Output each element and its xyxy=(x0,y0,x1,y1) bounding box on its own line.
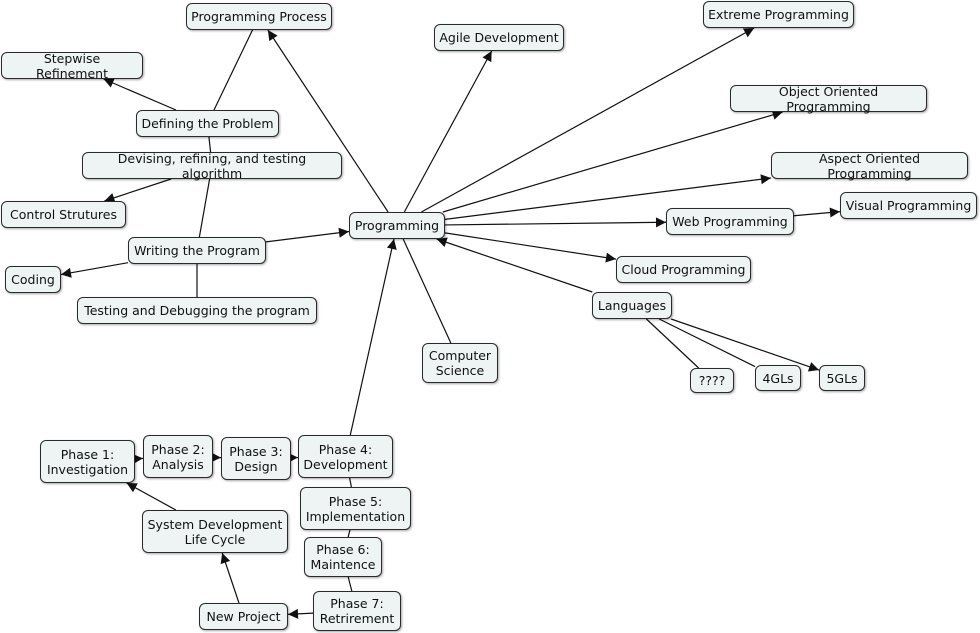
node-unknown-gl[interactable]: ???? xyxy=(690,368,734,393)
arrowhead-icon xyxy=(61,267,72,278)
node-phase-7-retrirement[interactable]: Phase 7: Retrirement xyxy=(313,591,401,631)
node-extreme-programming[interactable]: Extreme Programming xyxy=(703,1,854,28)
node-phase-4-development[interactable]: Phase 4: Development xyxy=(298,435,393,478)
connector-programming-to-programming_process xyxy=(267,29,389,213)
arrowhead-icon xyxy=(210,452,221,463)
node-computer-science[interactable]: Computer Science xyxy=(422,343,498,383)
node-coding[interactable]: Coding xyxy=(5,266,61,293)
arrowhead-icon xyxy=(104,193,116,203)
arrowhead-icon xyxy=(482,51,492,63)
arrowhead-icon xyxy=(103,78,115,88)
node-web-programming[interactable]: Web Programming xyxy=(666,208,794,235)
connector-devising_algorithm-to-writing_program xyxy=(198,178,211,238)
arrowhead-icon xyxy=(288,608,299,619)
node-visual-programming[interactable]: Visual Programming xyxy=(840,192,977,219)
connector-programming-to-aspect_oriented xyxy=(444,177,772,220)
connector-programming-to-extreme xyxy=(421,27,755,213)
node-agile-development[interactable]: Agile Development xyxy=(434,24,564,51)
connector-languages-to-programming xyxy=(436,238,593,293)
arrowhead-icon xyxy=(436,237,448,247)
node-writing-the-program[interactable]: Writing the Program xyxy=(128,237,266,264)
node-4gls[interactable]: 4GLs xyxy=(755,365,801,391)
node-object-oriented-programming[interactable]: Object Oriented Programming xyxy=(730,84,927,114)
connector-phase4-to-phase5 xyxy=(349,477,352,488)
connector-programming-to-object_oriented xyxy=(442,111,783,213)
node-new-project[interactable]: New Project xyxy=(199,603,288,630)
connector-defining_problem-to-stepwise_refinement xyxy=(103,78,177,111)
node-system-development-life-cycle[interactable]: System Development Life Cycle xyxy=(142,510,288,553)
connector-languages-to-unknown_gl xyxy=(645,318,700,369)
connector-languages-to-gl5 xyxy=(670,318,820,371)
node-phase-1-investigation[interactable]: Phase 1: Investigation xyxy=(40,440,135,483)
connector-phase4-to-programming xyxy=(349,238,395,436)
arrowhead-icon xyxy=(132,453,143,464)
connector-programming-to-cloud xyxy=(444,232,617,260)
connector-programming-to-web xyxy=(444,221,667,226)
node-stepwise-refinement[interactable]: Stepwise Refinement xyxy=(1,51,143,81)
arrowhead-icon xyxy=(338,227,349,238)
node-phase-3-design[interactable]: Phase 3: Design xyxy=(221,437,291,480)
node-cloud-programming[interactable]: Cloud Programming xyxy=(616,256,751,283)
connector-programming-to-agile xyxy=(403,50,493,213)
arrowhead-icon xyxy=(605,252,616,263)
connector-phase5-to-phase6 xyxy=(347,529,351,538)
node-phase-6-maintence[interactable]: Phase 6: Maintence xyxy=(304,537,382,577)
connector-writing_program-to-coding xyxy=(60,262,129,276)
arrowhead-icon xyxy=(655,217,666,228)
node-5gls[interactable]: 5GLs xyxy=(819,365,865,391)
arrowhead-icon xyxy=(829,207,840,218)
connector-languages-to-gl4 xyxy=(658,318,756,368)
node-phase-5-implementation[interactable]: Phase 5: Implementation xyxy=(300,487,411,530)
connector-defining_problem-to-programming_process xyxy=(213,29,254,111)
arrowhead-icon xyxy=(760,174,771,185)
node-control-structures[interactable]: Control Strutures xyxy=(1,201,126,228)
node-devising-algorithm[interactable]: Devising, refining, and testing algorith… xyxy=(82,151,342,181)
arrowhead-icon xyxy=(126,483,138,493)
connector-writing_program-to-programming xyxy=(265,230,350,243)
arrowhead-icon xyxy=(807,362,819,372)
node-testing-and-debugging[interactable]: Testing and Debugging the program xyxy=(77,297,317,324)
node-defining-the-problem[interactable]: Defining the Problem xyxy=(136,110,279,137)
node-programming[interactable]: Programming xyxy=(349,212,445,239)
node-languages[interactable]: Languages xyxy=(592,292,672,319)
connector-defining_problem-to-devising_algorithm xyxy=(208,136,212,153)
node-programming-process[interactable]: Programming Process xyxy=(186,3,332,30)
node-aspect-oriented-programming[interactable]: Aspect Oriented Programming xyxy=(771,151,968,181)
arrowhead-icon xyxy=(386,239,397,250)
connector-programming-to-computer_science xyxy=(402,238,452,344)
node-phase-2-analysis[interactable]: Phase 2: Analysis xyxy=(143,435,213,478)
connector-devising_algorithm-to-control_structures xyxy=(104,178,172,202)
connector-phase6-to-phase7 xyxy=(347,576,353,592)
arrowhead-icon xyxy=(742,28,755,38)
arrowhead-icon xyxy=(267,30,278,42)
arrowhead-icon xyxy=(771,110,783,120)
arrowhead-icon xyxy=(220,553,231,565)
